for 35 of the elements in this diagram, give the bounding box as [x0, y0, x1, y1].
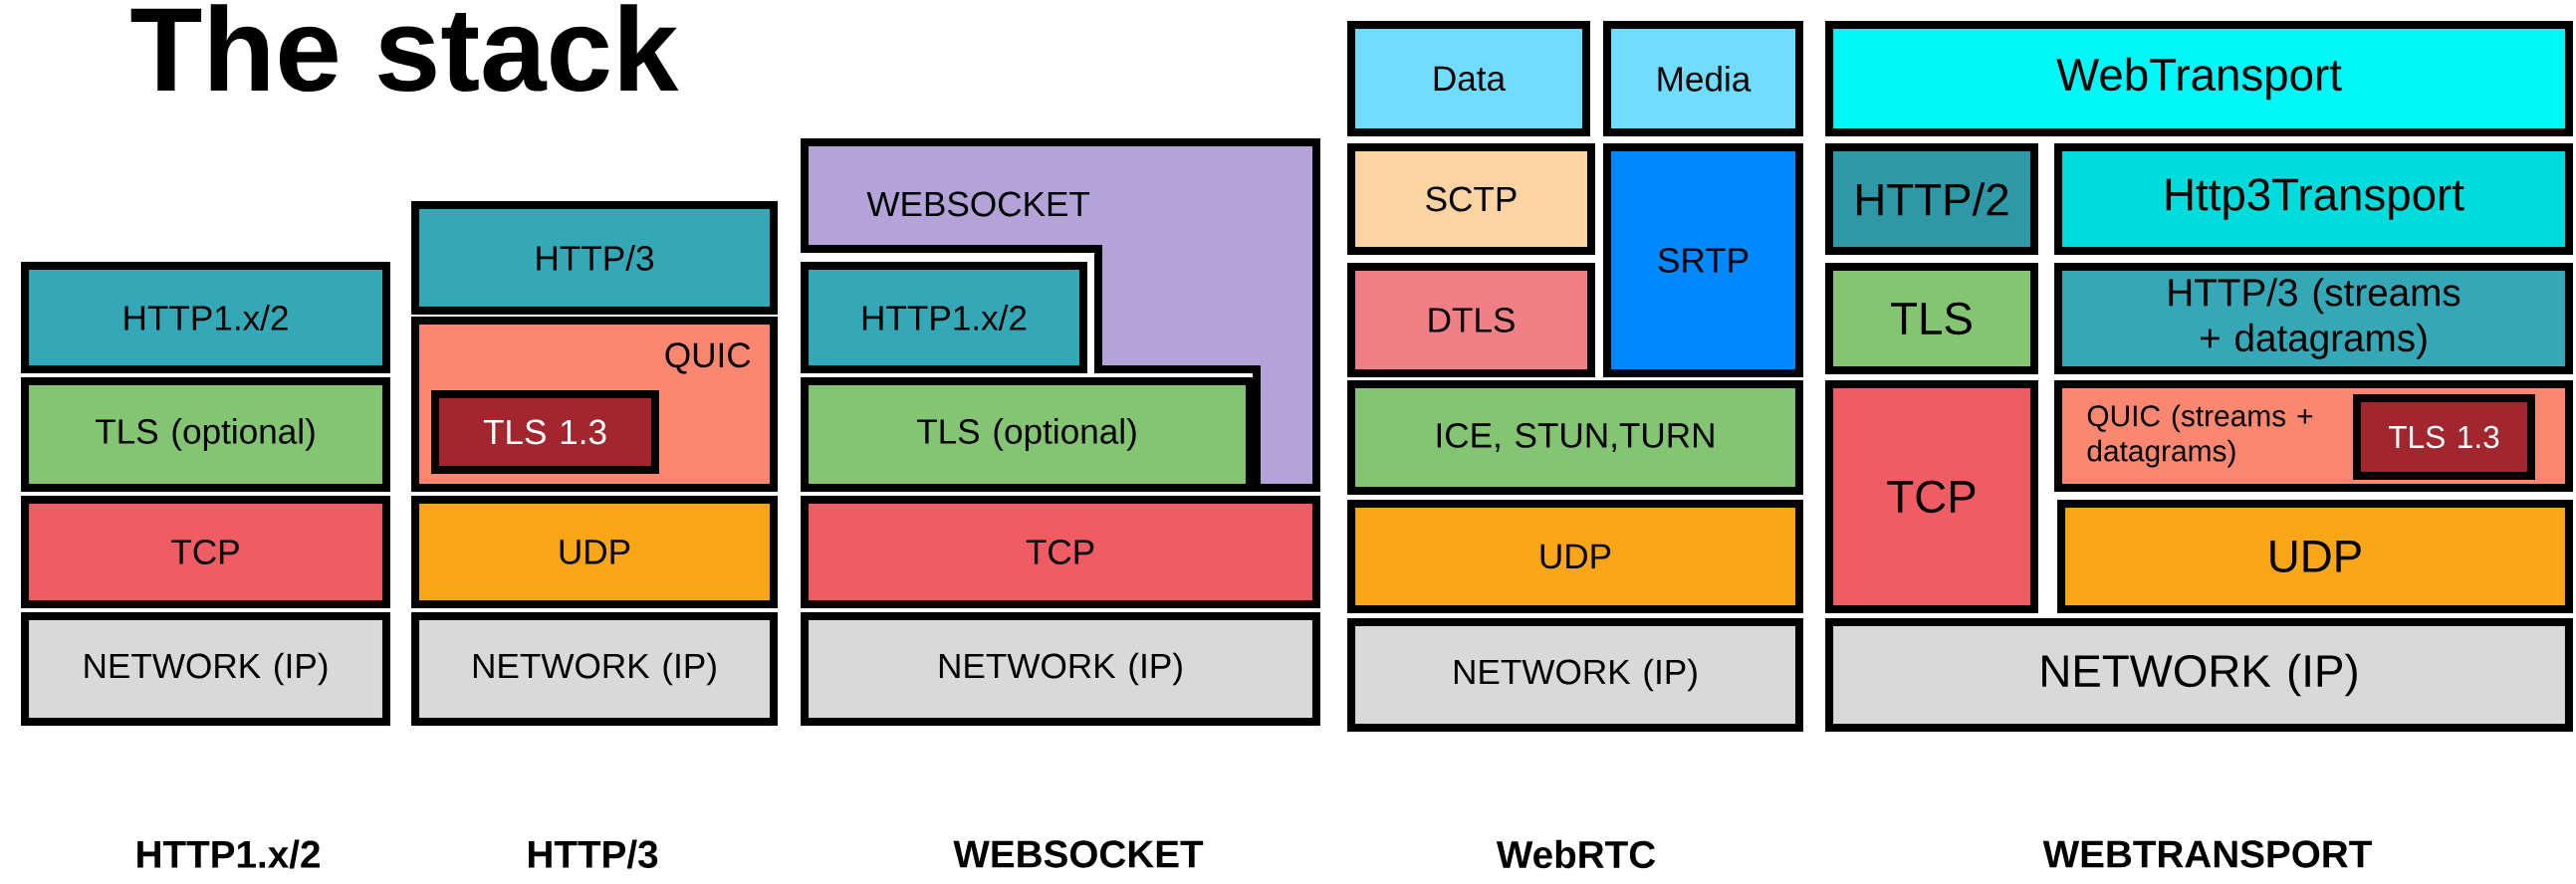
layer-box: HTTP/3	[411, 201, 778, 315]
layer-box: Http3Transport	[2054, 143, 2573, 255]
layer-box: WebTransport	[1825, 21, 2573, 136]
column-label: HTTP/3	[529, 839, 658, 869]
layer-box: Media	[1603, 21, 1803, 136]
layer-box: SRTP	[1603, 143, 1803, 377]
layer-box: NETWORK (IP)	[21, 612, 390, 726]
layer-box: TLS (optional)	[801, 377, 1254, 492]
layer-box: TCP	[21, 496, 390, 608]
layer-box: NETWORK (IP)	[801, 612, 1320, 726]
layer-box: NETWORK (IP)	[1825, 618, 2573, 732]
column-label: WebRTC	[1496, 839, 1656, 869]
layer-box: NETWORK (IP)	[411, 612, 778, 726]
layer-box: UDP	[2057, 500, 2573, 613]
layer-box: NETWORK (IP)	[1347, 618, 1803, 732]
layer-box: TLS (optional)	[21, 377, 390, 492]
layer-box: HTTP1.x/2	[21, 262, 390, 373]
layer-box: ICE, STUN,TURN	[1347, 380, 1803, 495]
layer-box: SCTP	[1347, 143, 1595, 255]
title: The stack	[130, 4, 679, 93]
column-label: WEBTRANSPORT	[2042, 840, 2372, 868]
layer-box: Data	[1347, 21, 1590, 136]
layer-box: TLS	[1825, 263, 2038, 374]
column-label: WEBSOCKET	[953, 840, 1204, 868]
layer-box: HTTP1.x/2	[801, 262, 1087, 373]
layer-box: TLS 1.3	[431, 390, 659, 474]
layer-box: HTTP/3 (streams + datagrams)	[2054, 263, 2573, 374]
column-label: HTTP1.x/2	[137, 839, 320, 869]
layer-box: UDP	[1347, 500, 1803, 613]
layer-box: TLS 1.3	[2353, 394, 2535, 480]
layer-box: HTTP/2	[1825, 143, 2038, 255]
layer-box: DTLS	[1347, 263, 1595, 377]
layer-box: TCP	[801, 496, 1320, 608]
layer-box: TCP	[1825, 380, 2038, 613]
layer-box: UDP	[411, 496, 778, 608]
